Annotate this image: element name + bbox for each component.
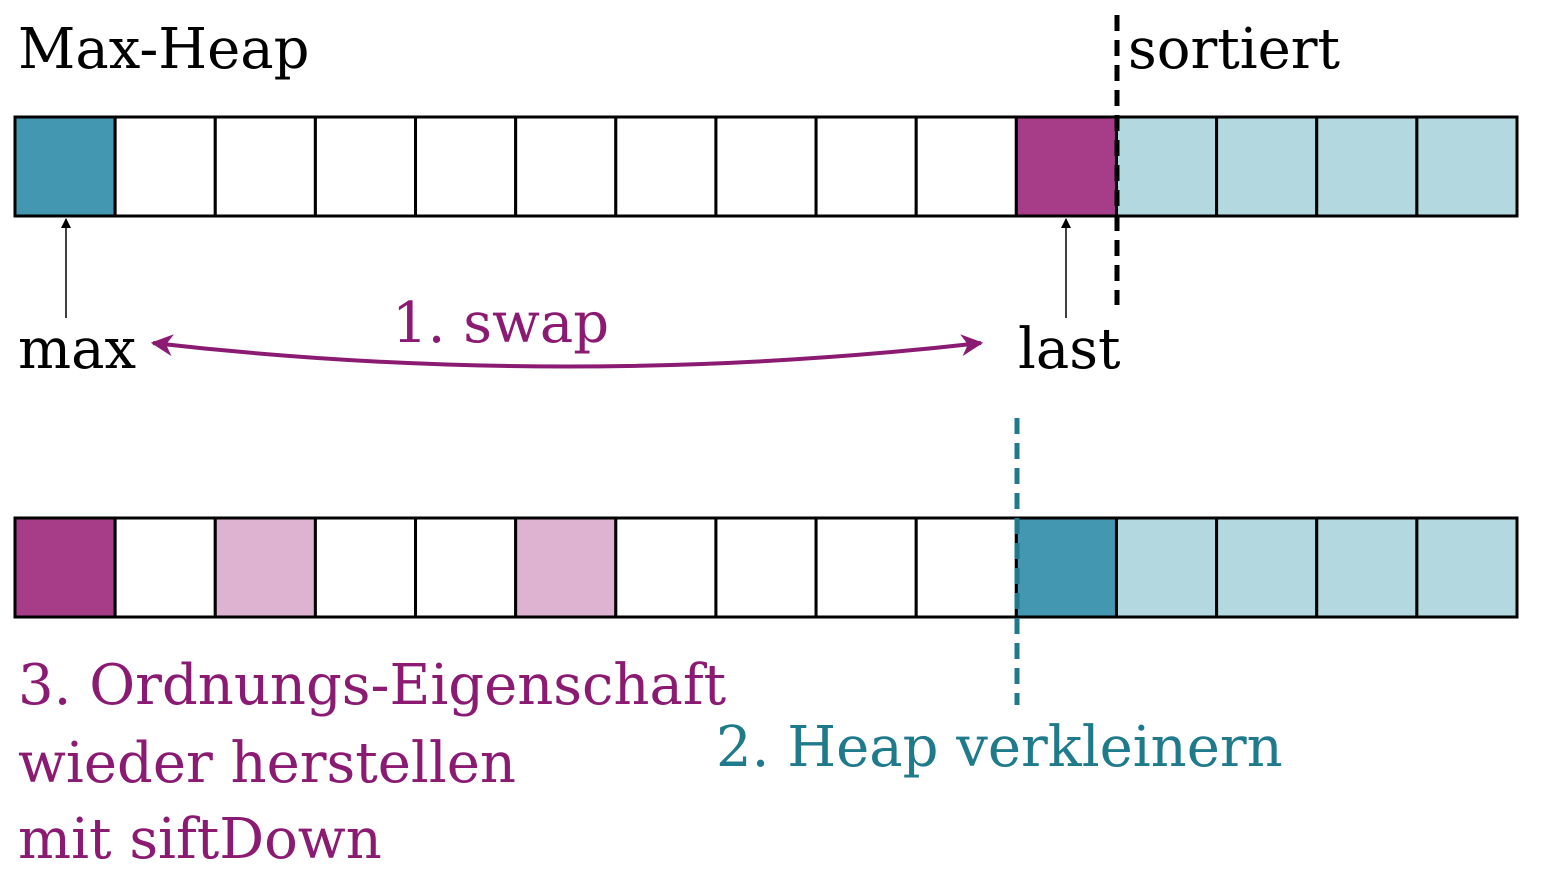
- top-array-cell-empty: [914, 115, 1018, 218]
- bottom-array-cell-max: [1014, 516, 1118, 619]
- top-array-cell-sorted: [1415, 115, 1519, 218]
- restore-step-line1: 3. Ordnungs-Eigenschaft: [18, 653, 727, 718]
- bottom-array: [13, 516, 1519, 619]
- top-array-cell-empty: [313, 115, 418, 218]
- bottom-array-cell-sorted: [1415, 516, 1519, 619]
- bottom-array-cell-empty: [414, 516, 518, 619]
- max-heap-title: Max-Heap: [18, 17, 309, 82]
- bottom-array-cell-empty: [614, 516, 718, 619]
- bottom-array-cell-sift: [213, 516, 317, 619]
- bottom-array-outline: [13, 516, 1519, 619]
- max-label: max: [18, 317, 136, 382]
- top-array-cell-empty: [714, 115, 818, 218]
- bottom-array-cell-sorted: [1114, 516, 1219, 619]
- sorted-title: sortiert: [1128, 17, 1341, 82]
- top-array-cell-empty: [213, 115, 317, 218]
- top-array-cell-last: [1014, 115, 1118, 218]
- bottom-array-cell-last: [13, 516, 117, 619]
- swap-arrow: [150, 334, 984, 369]
- bottom-array-cell-empty: [113, 516, 217, 619]
- bottom-array-cell-empty: [914, 516, 1018, 619]
- top-array-cell-empty: [614, 115, 718, 218]
- restore-step-line3: mit siftDown: [18, 807, 382, 872]
- shrink-step-label: 2. Heap verkleinern: [716, 715, 1283, 780]
- top-array-cell-empty: [414, 115, 518, 218]
- last-label: last: [1018, 317, 1121, 382]
- top-array-cell-empty: [514, 115, 618, 218]
- top-array-cell-sorted: [1315, 115, 1419, 218]
- swap-step-label: 1. swap: [392, 291, 609, 356]
- bottom-array-cell-empty: [313, 516, 418, 619]
- top-array-cell-sorted: [1215, 115, 1319, 218]
- top-array: [13, 115, 1519, 218]
- restore-step-line2: wieder herstellen: [18, 731, 516, 796]
- bottom-array-cell-sorted: [1215, 516, 1319, 619]
- top-array-cell-empty: [113, 115, 217, 218]
- bottom-array-cell-sorted: [1315, 516, 1419, 619]
- bottom-array-cell-empty: [714, 516, 818, 619]
- top-array-cell-max: [13, 115, 117, 218]
- top-array-cell-sorted: [1114, 115, 1219, 218]
- top-array-outline: [13, 115, 1519, 218]
- top-array-cell-empty: [814, 115, 918, 218]
- bottom-array-cell-sift: [514, 516, 618, 619]
- bottom-array-cell-empty: [814, 516, 918, 619]
